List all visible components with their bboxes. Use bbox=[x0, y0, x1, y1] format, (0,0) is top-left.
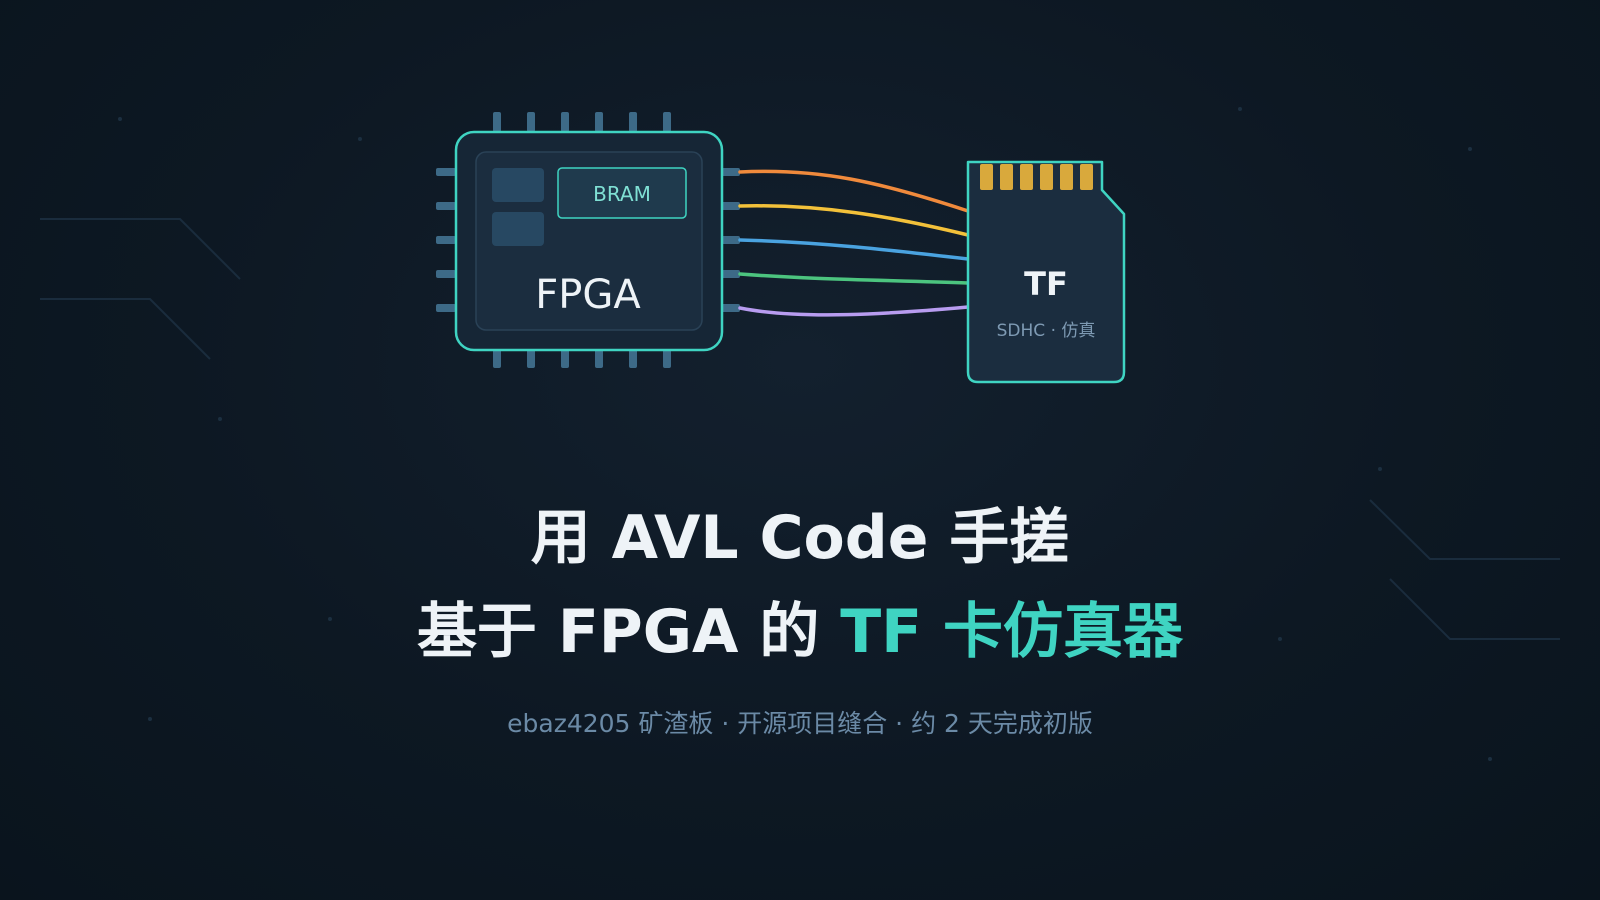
tf-card-icon: TF SDHC · 仿真 bbox=[966, 160, 1126, 384]
signal-wire bbox=[738, 305, 970, 317]
tf-card-sublabel: SDHC · 仿真 bbox=[997, 321, 1096, 341]
chip-pins-top bbox=[493, 112, 671, 132]
fpga-chip-icon: BRAM FPGA bbox=[436, 112, 740, 368]
tf-card-body bbox=[966, 160, 1126, 384]
signal-wire bbox=[738, 272, 970, 285]
logic-block bbox=[492, 168, 544, 202]
title-line2-prefix: 基于 FPGA 的 bbox=[416, 597, 841, 667]
gold-contacts bbox=[980, 164, 1093, 190]
fpga-chip-label: FPGA bbox=[535, 272, 641, 318]
chip-pins-left bbox=[436, 168, 456, 312]
signal-wire bbox=[738, 204, 970, 237]
signal-wire bbox=[738, 238, 970, 261]
logic-block bbox=[492, 212, 544, 246]
signal-wire-icon bbox=[738, 169, 970, 317]
bram-label: BRAM bbox=[593, 182, 651, 206]
page-title-line1: 用 AVL Code 手搓 bbox=[530, 503, 1070, 573]
tf-card-label: TF bbox=[1024, 265, 1068, 303]
bram-block bbox=[557, 167, 687, 219]
circuit-trace-decoration bbox=[40, 218, 1560, 640]
title-line2-accent: TF 卡仿真器 bbox=[840, 597, 1184, 667]
chip-pins-bottom bbox=[493, 348, 671, 368]
chip-pins-right bbox=[720, 168, 740, 312]
background-dots-decoration bbox=[118, 107, 1492, 761]
signal-wire bbox=[738, 169, 970, 213]
page-title-line2: 基于 FPGA 的 TF 卡仿真器 bbox=[0, 602, 1600, 662]
page-subtitle: ebaz4205 矿渣板 · 开源项目缝合 · 约 2 天完成初版 bbox=[507, 709, 1093, 738]
